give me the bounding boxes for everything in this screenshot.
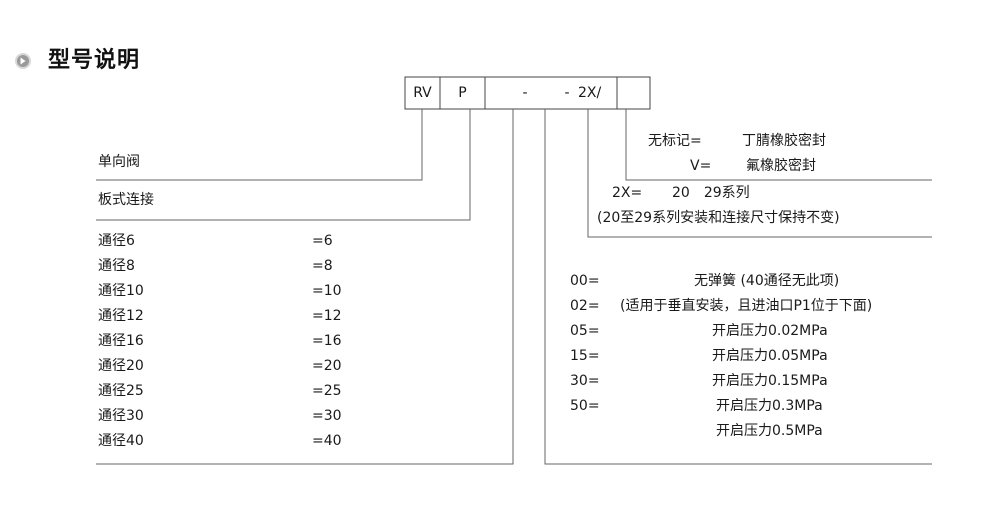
size-code: =40	[312, 433, 342, 449]
size-label: 通径6	[98, 233, 135, 249]
seal-desc: 丁腈橡胶密封	[742, 133, 826, 149]
seal-desc: 氟橡胶密封	[746, 158, 816, 174]
spring-desc: (适用于垂直安装，且进油口P1位于下面)	[620, 298, 873, 314]
size-label: 通径8	[98, 258, 135, 274]
label-type: 单向阀	[98, 154, 140, 170]
spring-desc: 开启压力0.15MPa	[712, 373, 828, 389]
leader-connection	[96, 109, 471, 221]
size-label: 通径25	[98, 383, 144, 399]
spring-code: 30=	[570, 373, 600, 389]
size-code: =8	[312, 258, 333, 274]
size-code: =16	[312, 333, 342, 349]
size-label: 通径12	[98, 308, 144, 324]
bullet-icon	[15, 53, 31, 69]
size-code: =25	[312, 383, 342, 399]
spring-desc: 开启压力0.02MPa	[712, 323, 828, 339]
leader-seal	[625, 109, 932, 181]
seal-code: 无标记=	[648, 133, 702, 149]
size-label: 通径30	[98, 408, 144, 424]
spring-desc: 开启压力0.05MPa	[712, 348, 828, 364]
label-connection: 板式连接	[98, 192, 154, 208]
series-code: 2X=	[612, 185, 643, 201]
spring-desc: 开启压力0.3MPa	[716, 398, 823, 414]
size-label: 通径40	[98, 433, 144, 449]
code-cell-dash-2: -	[564, 85, 570, 101]
code-cell-p: P	[458, 85, 467, 101]
seal-code: V=	[690, 158, 712, 174]
size-label: 通径16	[98, 333, 144, 349]
size-label: 通径10	[98, 283, 144, 299]
code-cell-rv: RV	[413, 85, 432, 101]
spring-code: 50=	[570, 398, 600, 414]
size-label: 通径20	[98, 358, 144, 374]
size-code: =20	[312, 358, 342, 374]
leader-size	[96, 109, 514, 465]
leader-type	[96, 109, 423, 181]
series-note: (20至29系列安装和连接尺寸保持不变)	[597, 210, 840, 226]
spring-code: 00=	[570, 273, 600, 289]
series-value: 20 29系列	[672, 185, 750, 201]
size-code: =30	[312, 408, 342, 424]
page-title: 型号说明	[48, 48, 141, 73]
leader-spring	[544, 109, 932, 465]
size-code: =6	[312, 233, 333, 249]
spring-desc: 无弹簧 (40通径无此项)	[694, 273, 840, 289]
spring-code: 15=	[570, 348, 600, 364]
code-box-outline	[404, 76, 651, 110]
code-cell-series: 2X/	[578, 85, 602, 101]
spring-code: 05=	[570, 323, 600, 339]
code-cell-dash-1: -	[522, 85, 528, 101]
spring-desc: 开启压力0.5MPa	[716, 423, 823, 439]
size-code: =12	[312, 308, 342, 324]
leader-series	[587, 109, 932, 238]
spring-code: 02=	[570, 298, 600, 314]
size-code: =10	[312, 283, 342, 299]
